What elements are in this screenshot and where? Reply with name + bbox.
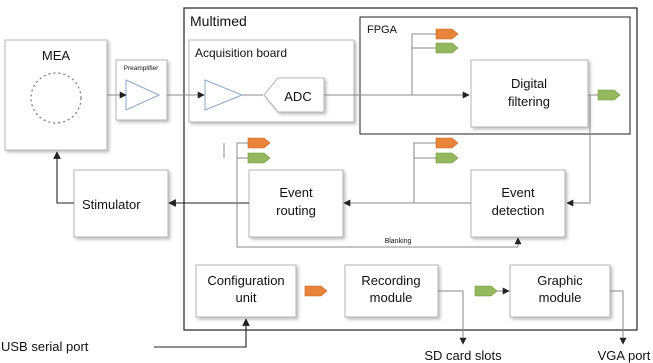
multimed-label: Multimed xyxy=(190,13,247,29)
event-detection-box xyxy=(470,169,566,238)
multimed-frame xyxy=(183,7,638,331)
digital-filtering-label-2: filtering xyxy=(508,94,550,109)
graphic-to-vga-line xyxy=(610,290,627,345)
configuration-unit-box xyxy=(195,264,297,318)
orange-flag-fpga xyxy=(435,28,459,40)
graphic-module-label-2: module xyxy=(539,290,582,305)
acquisition-board xyxy=(188,39,355,123)
mea-label: MEA xyxy=(42,48,71,63)
digital-filtering-box xyxy=(470,59,589,128)
amplifier-triangle-icon xyxy=(204,79,244,111)
orange-flag-routing xyxy=(247,137,271,149)
event-routing-box xyxy=(248,169,344,238)
event-routing-label-2: routing xyxy=(276,203,316,218)
event-detection-label-2: detection xyxy=(492,203,545,218)
detection-tap-line xyxy=(413,142,436,203)
orange-flag-detection xyxy=(435,137,459,149)
blanking-label: Blanking xyxy=(385,238,412,245)
acquisition-board-label: Acquisition board xyxy=(195,46,287,60)
digital-filtering-label-1: Digital xyxy=(511,76,547,91)
event-detection-label-1: Event xyxy=(501,185,535,200)
green-flag-detection xyxy=(435,152,459,164)
usb-to-config-line xyxy=(154,318,250,348)
graphic-module-label-1: Graphic xyxy=(537,273,583,288)
preamplifier-label: Preamplifier xyxy=(124,65,160,72)
green-flag-routing xyxy=(247,152,271,164)
raw-tap-line xyxy=(411,33,436,95)
green-flag-filtering-out xyxy=(597,89,621,101)
usb-serial-port-label: USB serial port xyxy=(1,339,89,354)
vga-port-label: VGA port xyxy=(598,348,651,363)
sd-card-slots-label: SD card slots xyxy=(424,348,502,363)
electrode-array-icon xyxy=(30,72,82,124)
configuration-unit-label-1: Configuration xyxy=(207,273,284,288)
green-flag-fpga xyxy=(435,42,459,54)
adc-label: ADC xyxy=(284,89,311,104)
event-routing-label-1: Event xyxy=(279,185,313,200)
recording-module-box xyxy=(344,264,439,318)
stimulator-label: Stimulator xyxy=(82,197,141,212)
recording-module-label-2: module xyxy=(370,290,413,305)
filtering-to-detection-line xyxy=(566,94,591,207)
fpga-frame xyxy=(359,16,631,135)
recording-to-sd-line xyxy=(438,290,467,345)
graphic-module-box xyxy=(509,264,611,318)
blanking-line xyxy=(236,203,522,248)
green-flag-recording-out xyxy=(474,285,498,297)
configuration-unit-label-2: unit xyxy=(236,290,257,305)
orange-flag-recording-in xyxy=(304,285,328,297)
routing-tap-line xyxy=(223,142,248,203)
mea-box xyxy=(4,39,108,151)
fpga-label: FPGA xyxy=(367,24,398,36)
recording-module-label-1: Recording xyxy=(361,273,420,288)
stimulator-to-mea-line xyxy=(53,151,74,204)
